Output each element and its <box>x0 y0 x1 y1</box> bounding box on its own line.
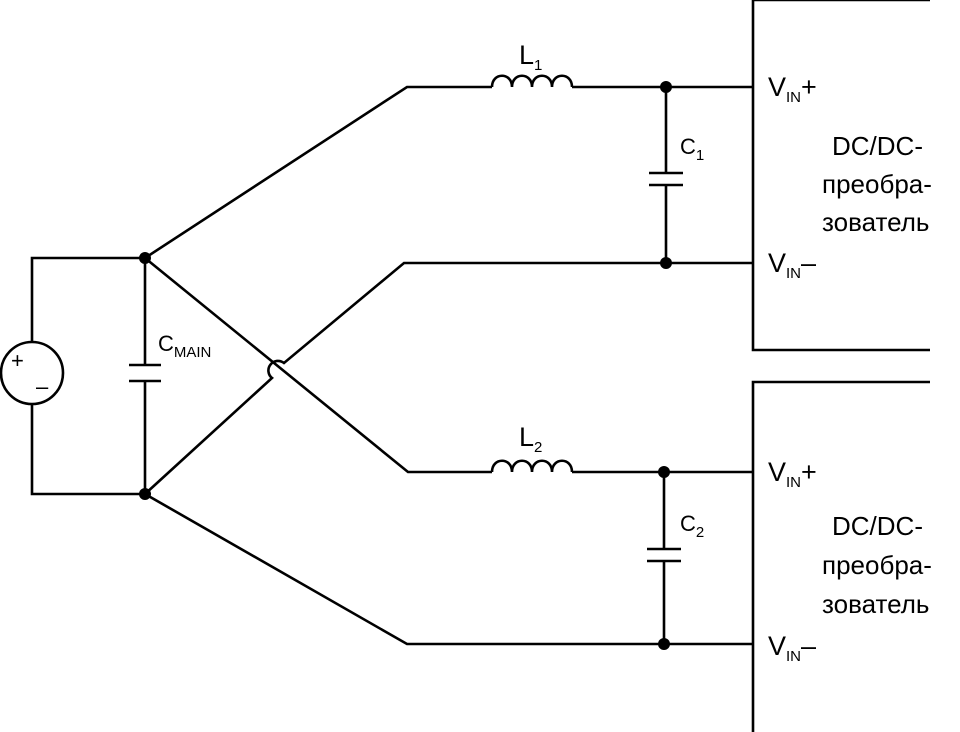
node-dot-c2-bottom <box>658 638 670 650</box>
l2-coil <box>490 459 574 473</box>
node-dot-c1-top <box>660 81 672 93</box>
wire-to-converter2-plus <box>144 256 492 474</box>
converter1-vin-minus-label: VIN– <box>768 248 816 282</box>
converter2-vin-plus-label: VIN+ <box>768 457 817 491</box>
l2-label: L2 <box>519 422 542 456</box>
node-dot-c2-top <box>658 466 670 478</box>
cmain-label: CMAIN <box>158 331 211 361</box>
source-minus-sign: – <box>36 374 49 399</box>
converter2-title-line3: зователь <box>822 589 929 619</box>
inductor-l2: L2 <box>490 422 753 474</box>
source-loop-wire <box>30 256 145 496</box>
c1-label: C1 <box>680 134 704 164</box>
inductor-l1: L1 <box>490 40 753 89</box>
l1-label: L1 <box>519 40 542 74</box>
node-dot-c1-bottom <box>660 257 672 269</box>
source-plus-sign: + <box>11 348 24 373</box>
capacitor-c2: C2 <box>647 472 704 644</box>
converter1-box <box>751 0 930 352</box>
input-source: + – <box>0 256 145 496</box>
dcdc-converter-1: VIN+ VIN– DC/DC- преобра- зователь <box>751 0 932 352</box>
converter1-title-line1: DC/DC- <box>832 131 923 161</box>
dcdc-converter-2: VIN+ VIN– DC/DC- преобра- зователь <box>751 380 932 732</box>
wire-to-converter2-minus <box>144 492 753 646</box>
wire-to-converter1-plus <box>144 85 492 260</box>
converter1-title-line2: преобра- <box>822 169 932 199</box>
converter2-title-line2: преобра- <box>822 550 932 580</box>
c2-label: C2 <box>680 511 704 541</box>
capacitor-c1: C1 <box>649 87 704 263</box>
capacitor-cmain: CMAIN <box>129 258 211 494</box>
converter2-title-line1: DC/DC- <box>832 511 923 541</box>
converter2-vin-minus-label: VIN– <box>768 631 816 665</box>
wire-to-converter1-minus-with-crossover <box>144 261 753 495</box>
converter1-title-line3: зователь <box>822 207 929 237</box>
voltage-source-circle <box>0 340 65 406</box>
converter2-box <box>751 380 930 732</box>
converter1-vin-plus-label: VIN+ <box>768 72 817 106</box>
l1-coil <box>490 74 574 88</box>
